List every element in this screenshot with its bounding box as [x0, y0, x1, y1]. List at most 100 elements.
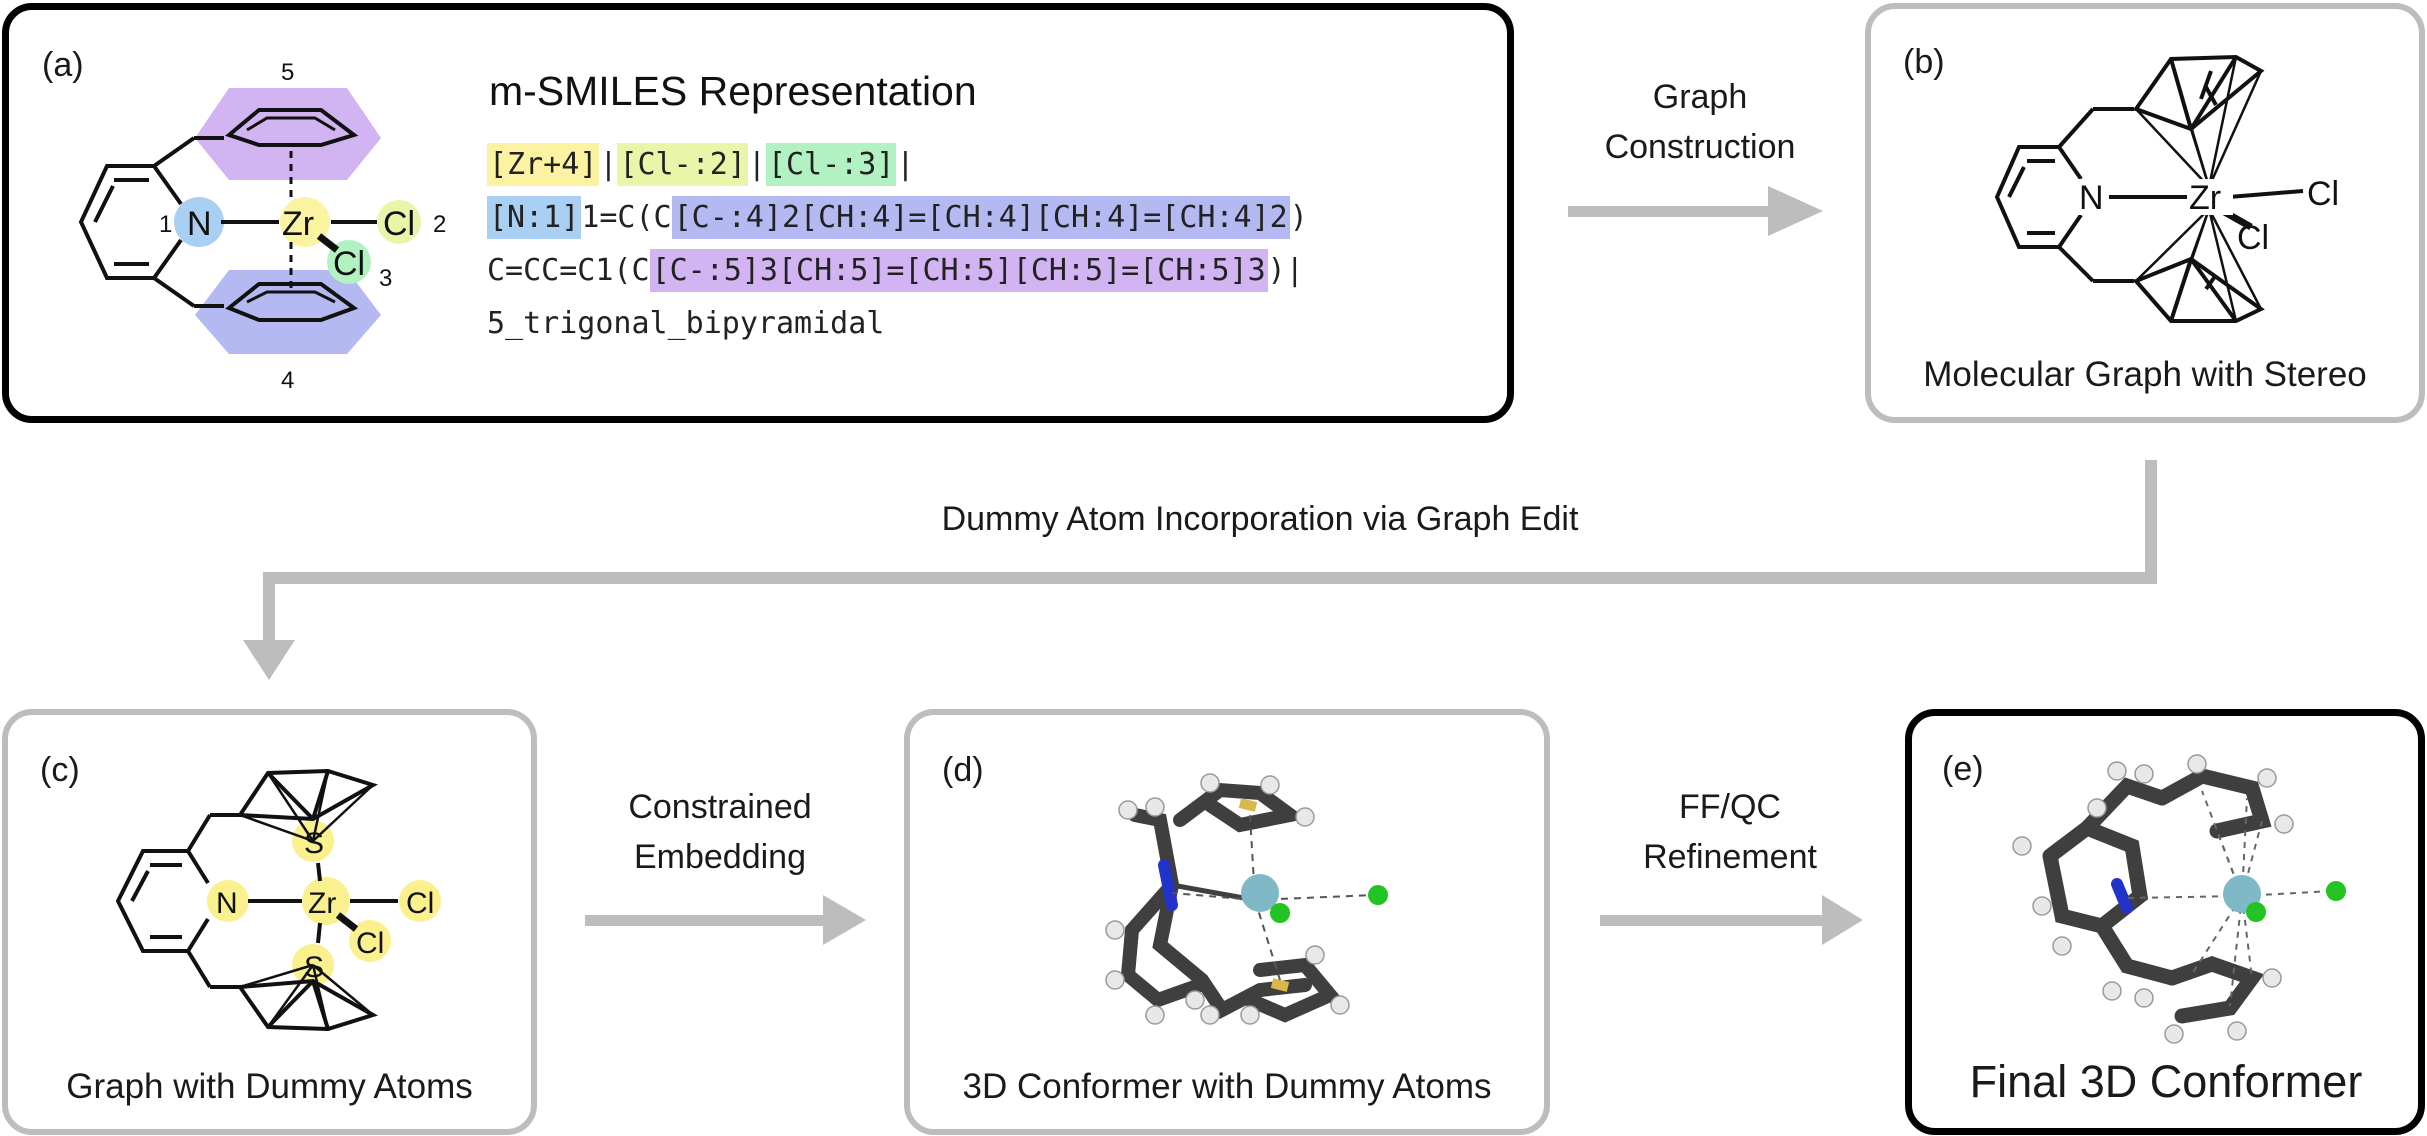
- arrow-b-to-c-head: [243, 640, 295, 680]
- arrow-b-to-c-horizontal: [263, 572, 2157, 584]
- cl-atom-b-1: Cl: [2307, 175, 2339, 213]
- cp4-highlight: [195, 270, 381, 354]
- panel-e-caption: Final 3D Conformer: [1969, 1056, 2363, 1107]
- zr-atom-b: Zr: [2189, 179, 2221, 217]
- cp-ring-bottom-b: [2132, 208, 2265, 323]
- cp-ring-top: [224, 108, 359, 147]
- s-atom-top: S: [304, 827, 324, 860]
- cl2-highlight: [377, 200, 421, 244]
- cl-dummy-highlight-2: [349, 920, 391, 962]
- cp-ring-top-b: [2132, 54, 2265, 188]
- arrow-d-to-e-label: FF/QC Refinement: [1610, 782, 1850, 882]
- arrow-c-to-d-label: Constrained Embedding: [600, 782, 840, 882]
- conformer-3d-final: [2012, 754, 2346, 1044]
- panel-b: (b): [1865, 3, 2425, 423]
- arrow-c-to-d-head: [823, 895, 866, 945]
- arrow-b-to-c-label: Dummy Atom Incorporation via Graph Edit: [941, 500, 1579, 538]
- cl-atom-c-2: Cl: [356, 927, 384, 960]
- msmiles-segment: 1=C(C: [581, 200, 672, 235]
- arrow-c-to-d-shaft: [585, 915, 823, 926]
- molecule-b-drawing: N Zr Cl Cl: [1994, 54, 2339, 323]
- msmiles-segment: ): [1289, 200, 1308, 235]
- arrow-b-to-c-vertical-1: [2145, 460, 2157, 583]
- hydrogen-atoms-e: [2012, 754, 2294, 1044]
- cl-atom-3d-d-2: [1368, 885, 1388, 905]
- msmiles-segment: |: [599, 147, 618, 182]
- cp5-highlight: [195, 88, 381, 180]
- cp5-index-label: 5: [281, 59, 294, 86]
- msmiles-line: [Zr+4]|[Cl-:2]|[Cl-:3]|: [487, 138, 914, 191]
- cl3-highlight: [327, 240, 371, 284]
- msmiles-line: C=CC=C1(C[C-:5]3[CH:5]=[CH:5][CH:5]=[CH:…: [487, 244, 1304, 297]
- panel-e-label: (e): [1942, 750, 1984, 788]
- molecule-a-drawing: N Zr Cl Cl 1 2 3 5 4: [78, 59, 446, 394]
- conformer-3d-dummy: [1105, 773, 1388, 1025]
- cl-atom-c-1: Cl: [406, 887, 434, 920]
- cl-atom-3d-e-1: [2246, 902, 2266, 922]
- panel-d-caption: 3D Conformer with Dummy Atoms: [962, 1067, 1492, 1106]
- molecule-c-drawing: N S S Zr Cl Cl: [115, 768, 441, 1032]
- msmiles-highlight-cl2: [Cl-:2]: [617, 143, 748, 186]
- zr-label-bg-b: [2187, 179, 2233, 215]
- zr-atom-3d-d: [1241, 874, 1279, 912]
- arrow-a-to-b-shaft: [1568, 206, 1768, 217]
- arrow-c-to-d-line2: Embedding: [633, 838, 806, 876]
- msmiles-line: 5_trigonal_bipyramidal: [487, 297, 884, 350]
- msmiles-highlight-cl3: [Cl-:3]: [765, 143, 897, 186]
- molecule-c-bonds: [115, 813, 398, 989]
- panel-a: (a) m-SMILES Representation [Zr+4]|[Cl-:…: [2, 3, 1514, 423]
- arrow-d-to-e-line2: Refinement: [1643, 838, 1817, 876]
- arrow-d-to-e-shaft: [1600, 915, 1822, 926]
- panel-c-caption: Graph with Dummy Atoms: [66, 1067, 473, 1106]
- cl-atom-3d-e-2: [2326, 881, 2346, 901]
- zr-dummy-highlight: [302, 877, 350, 925]
- cp-ring-bottom: [225, 282, 359, 322]
- msmiles-highlight-zr: [Zr+4]: [487, 143, 600, 186]
- n-atom-a: N: [187, 205, 212, 243]
- cp4-index-label: 4: [281, 367, 294, 394]
- n-label-bg-b: [2077, 179, 2109, 215]
- panel-e: (e) Final 3D Conformer: [1905, 709, 2425, 1135]
- arrow-a-to-b-label: Graph Construction: [1580, 72, 1820, 172]
- n-atom-c: N: [216, 887, 238, 920]
- panel-c: (c): [2, 709, 537, 1135]
- arrow-a-to-b-line1: Graph: [1652, 78, 1748, 116]
- panel-a-label: (a): [42, 46, 84, 84]
- msmiles-segment: C=CC=C1(C: [487, 253, 650, 288]
- cl3-index-label: 3: [379, 265, 392, 292]
- cl2-index-label: 2: [433, 211, 446, 238]
- msmiles-title: m-SMILES Representation: [489, 68, 977, 114]
- conformer-d-bonds: [1120, 782, 1342, 1023]
- panel-c-label: (c): [40, 751, 80, 789]
- arrow-a-to-b-line2: Construction: [1604, 128, 1796, 166]
- zr-atom-c: Zr: [308, 887, 336, 920]
- cl3-atom-a: Cl: [333, 245, 365, 283]
- arrow-a-to-b-head: [1768, 186, 1823, 236]
- msmiles-highlight-c5: [C-:5]3[CH:5]=[CH:5][CH:5]=[CH:5]3: [649, 249, 1268, 292]
- zr-highlight: [280, 197, 330, 247]
- panel-b-label: (b): [1903, 43, 1945, 81]
- nitrogen-3d-d: [1158, 859, 1178, 911]
- zr-atom-a: Zr: [282, 205, 314, 243]
- panel-d-label: (d): [942, 751, 984, 789]
- arrow-c-to-d-line1: Constrained: [628, 788, 812, 826]
- msmiles-segment: 5_trigonal_bipyramidal: [487, 306, 885, 341]
- panel-b-caption: Molecular Graph with Stereo: [1923, 355, 2367, 394]
- s-atom-bottom: S: [304, 951, 324, 984]
- cp-ring-top-c: [236, 768, 379, 843]
- arrow-b-to-c-vertical-2: [263, 572, 275, 642]
- hydrogen-atoms-d: [1105, 773, 1350, 1025]
- n-dummy-highlight: [207, 880, 249, 922]
- molecule-b-bonds: [1994, 107, 2304, 283]
- arrow-d-to-e-head: [1822, 895, 1863, 945]
- dummy-atom-markers-d: [1238, 798, 1290, 992]
- cl-atom-b-2: Cl: [2237, 219, 2269, 257]
- cl-atom-3d-d-1: [1270, 903, 1290, 923]
- msmiles-highlight-c4: [C-:4]2[CH:4]=[CH:4][CH:4]=[CH:4]2: [671, 196, 1290, 239]
- arrow-d-to-e-line1: FF/QC: [1679, 788, 1781, 826]
- n-atom-b: N: [2079, 179, 2104, 217]
- n-atom-d: [1171, 882, 1256, 903]
- cl-dummy-highlight-1: [399, 880, 441, 922]
- panel-d: (d) 3D Conformer with: [904, 709, 1550, 1135]
- msmiles-highlight-n: [N:1]: [487, 196, 582, 239]
